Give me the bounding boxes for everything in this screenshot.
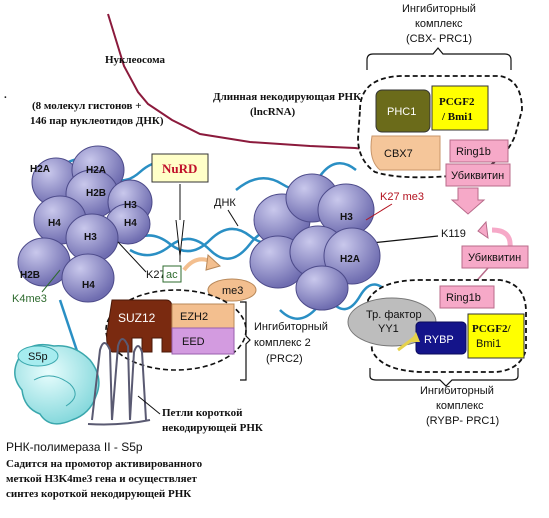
prc1-label-line1: Ингибиторный (402, 3, 476, 15)
ubiquitin-label-top: Убиквитин (451, 170, 504, 182)
pcgf2-box-top (431, 85, 489, 131)
pcgf2-label-bottom: PCGF2/ (472, 323, 511, 335)
bmi1-label-top: / Bmi1 (441, 111, 473, 123)
phc1-box (375, 89, 431, 133)
nucleosome-desc-line3: 146 пар нуклеотидов ДНК) (30, 115, 164, 127)
lncrna-label-line2: (lncRNA) (250, 106, 296, 118)
me3-label: me3 (222, 285, 243, 297)
nucleosome-title: Нуклеосома (105, 54, 166, 66)
k27me3-pointer (365, 203, 393, 221)
s5p-oval (17, 345, 59, 367)
nurd-box (151, 153, 209, 183)
dna-label-pointer (227, 209, 239, 227)
right-nucleosome (249, 173, 381, 311)
ubiquitin-curved-arrowhead (477, 220, 489, 240)
histone-h2a-left-1: H2A (30, 164, 50, 175)
ubiquitin-curved-arrow (491, 227, 513, 249)
cbx7-box (370, 135, 441, 171)
eed-box (171, 327, 235, 355)
yy1-rybp-arrowhead (410, 332, 420, 342)
loops-label-line1: Петли короткой (162, 407, 243, 419)
left-nucleosome (17, 145, 153, 303)
pol-caption-line2: Садится на промотор активированного (6, 458, 203, 470)
prc2-label-line1: Ингибиторный (254, 321, 328, 333)
stray-dot: . (4, 89, 7, 101)
rna-polymerase-detail (33, 375, 76, 407)
histone-h2a-left-2: H2A (86, 165, 106, 176)
histone-h4-left-1: H4 (124, 218, 137, 229)
pcgf2-box-bottom (467, 313, 525, 359)
pol-caption-line1: РНК-полимераза II - S5p (6, 440, 143, 454)
ezh2-label: EZH2 (180, 311, 208, 323)
k27-label: K27 (146, 269, 166, 281)
k4me3-pointer (41, 269, 61, 293)
rybp-brace (369, 368, 519, 387)
histone-h2b-left-1: H2B (86, 188, 106, 199)
rybp-label: RYBP (424, 334, 454, 346)
me3-oval (207, 278, 257, 302)
short-ncrna-loops (87, 338, 151, 426)
k4me3-label: K4me3 (12, 293, 47, 305)
ring1b-box-top (449, 139, 509, 163)
nurd-label: NuRD (162, 161, 197, 176)
loops-label-line2: некодирующей РНК (162, 422, 263, 434)
ubiquitin-label-bottom: Убиквитин (468, 252, 521, 264)
prc1-brace (366, 47, 512, 70)
ubiquitin-down-arrow (450, 187, 486, 215)
lncrna-label-line1: Длинная некодирующая РНК (213, 91, 361, 103)
prc1-label-line2: комплекс (415, 18, 463, 30)
nurd-arrow-head (175, 219, 185, 257)
rybp-complex-label-line3: (RYBP- PRC1) (426, 415, 499, 427)
lncrna-strand (107, 13, 373, 151)
histone-h3-left-2: H3 (84, 232, 97, 243)
phc1-label: PHC1 (387, 106, 416, 118)
k27me3-label: K27 me3 (380, 191, 424, 203)
loops-pointer (137, 395, 161, 415)
acetyl-to-methyl-arrowhead (205, 253, 221, 271)
prc2-brace (240, 301, 251, 381)
ring1b-box-bottom (439, 285, 495, 309)
ring1b-label-top: Ring1b (456, 146, 491, 158)
ezh2-box (171, 303, 235, 329)
cbx7-label: CBX7 (384, 148, 413, 160)
k27-pointer (117, 241, 147, 273)
yy1-label-line1: Тр. фактор (366, 309, 422, 321)
suz12-label: SUZ12 (118, 311, 156, 325)
histone-h2a-right: H2A (340, 254, 360, 265)
prc2-label-line2: комплекс 2 (254, 337, 311, 349)
prc1-label-line3: (CBX- PRC1) (406, 33, 472, 45)
k119-label: K119 (441, 228, 466, 240)
ac-label: ac (166, 269, 178, 281)
dna-label: ДНК (214, 197, 236, 209)
rybp-complex-label-line2: комплекс (436, 400, 484, 412)
ring1b-label-bottom: Ring1b (446, 292, 481, 304)
s5p-label: S5p (28, 351, 48, 363)
nucleosome-desc-line2: (8 молекул гистонов + (32, 100, 142, 112)
ubiquitin-box-bottom (461, 245, 529, 269)
pol-caption-line4: синтез короткой некодирующей РНК (6, 488, 191, 500)
ubiquitin-box-top (445, 163, 511, 187)
rybp-complex-label-line1: Ингибиторный (420, 385, 494, 397)
histone-h3-left-1: H3 (124, 200, 137, 211)
histone-h2b-left-2: H2B (20, 270, 40, 281)
ac-box (162, 265, 182, 283)
eed-label: EED (182, 336, 205, 348)
pcgf2-label-top: PCGF2 (439, 96, 475, 108)
bmi1-label-bottom: Bmi1 (476, 338, 501, 350)
histone-h3-right: H3 (340, 212, 353, 223)
histone-h4-left-3: H4 (82, 280, 95, 291)
histone-h4-left-2: H4 (48, 218, 61, 229)
yy1-label-line2: YY1 (378, 323, 399, 335)
pol-caption-line3: меткой H3K4me3 гена и осуществляет (6, 473, 198, 485)
prc2-label-line3: (PRC2) (266, 353, 303, 365)
